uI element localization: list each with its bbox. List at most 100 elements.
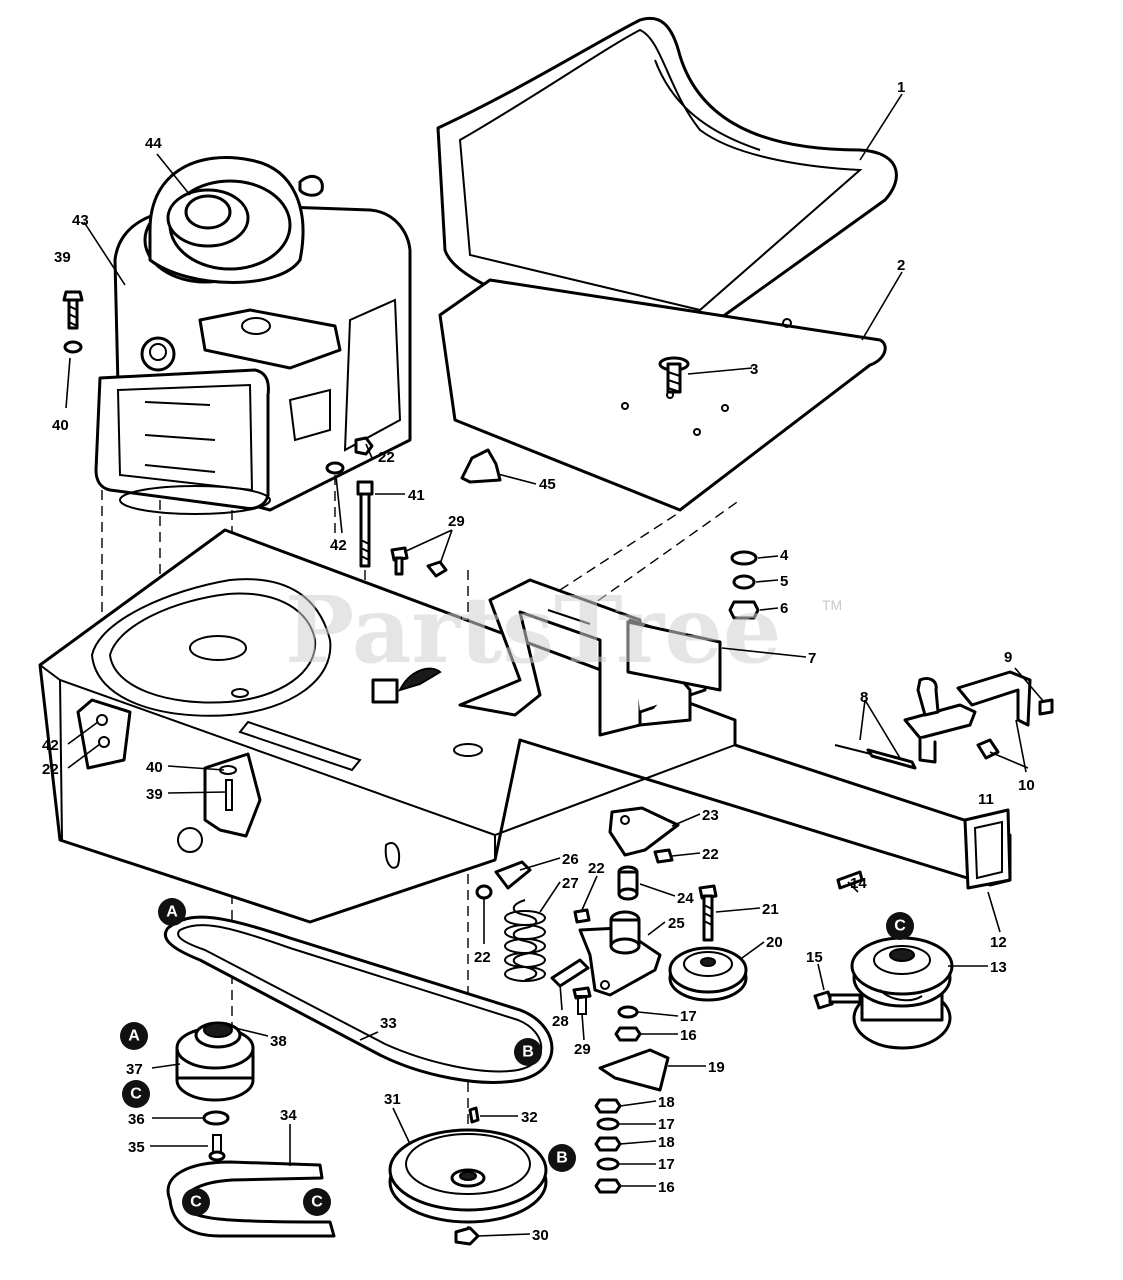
- callout-42: 42: [330, 537, 347, 554]
- callout-37: 37: [126, 1061, 143, 1078]
- marker-b-pulley: B: [548, 1144, 576, 1172]
- callout-22: 22: [378, 449, 395, 466]
- callout-39b: 39: [146, 786, 163, 803]
- brake-handle-part: [834, 676, 977, 770]
- decal-part: [626, 620, 722, 692]
- bracket-part: [460, 448, 502, 484]
- callout-15: 15: [806, 949, 823, 966]
- callout-26: 26: [562, 851, 579, 868]
- engine-pulley-part: [175, 1021, 255, 1102]
- callout-11: 11: [978, 791, 994, 808]
- callout-31: 31: [384, 1091, 401, 1108]
- nut-part: [454, 1226, 480, 1246]
- svg-text:C: C: [130, 1086, 142, 1103]
- drive-belt-part: [163, 915, 554, 1084]
- engine-bracket-part: [203, 752, 262, 838]
- callout-17c: 17: [658, 1156, 675, 1173]
- leader-lines: [65, 93, 1045, 1237]
- callout-21: 21: [762, 901, 779, 918]
- circle-markers: A A C B B C C C: [120, 898, 914, 1216]
- marker-c-clutch: C: [886, 912, 914, 940]
- callout-16b: 16: [658, 1179, 675, 1196]
- callout-32: 32: [521, 1109, 538, 1126]
- key-part: [468, 1106, 480, 1124]
- svg-text:B: B: [522, 1044, 534, 1061]
- callout-22b: 22: [42, 761, 59, 778]
- callout-39: 39: [54, 249, 71, 266]
- callout-30: 30: [532, 1227, 549, 1244]
- callout-9: 9: [1004, 649, 1012, 666]
- callout-43: 43: [72, 212, 89, 229]
- spring-part: [504, 899, 546, 982]
- brake-bracket-part: [598, 1048, 670, 1092]
- callout-1: 1: [897, 79, 905, 96]
- pin-part: [976, 738, 1000, 760]
- callout-40b: 40: [146, 759, 163, 776]
- clutch-pulley-part: [813, 870, 954, 1050]
- svg-text:C: C: [190, 1194, 202, 1211]
- engine-part: [94, 156, 412, 515]
- callout-8: 8: [860, 689, 868, 706]
- callout-5: 5: [780, 573, 788, 590]
- callout-16: 16: [680, 1027, 697, 1044]
- callout-14: 14: [850, 875, 867, 892]
- callout-20: 20: [766, 934, 783, 951]
- callout-34: 34: [280, 1107, 297, 1124]
- svg-text:B: B: [556, 1150, 568, 1167]
- callout-38: 38: [270, 1033, 287, 1050]
- callout-7: 7: [808, 650, 816, 667]
- callout-19: 19: [708, 1059, 725, 1076]
- callout-22c: 22: [702, 846, 719, 863]
- engine-bolt-part: [62, 290, 84, 354]
- callout-10: 10: [1018, 777, 1035, 794]
- callout-2: 2: [897, 257, 905, 274]
- callout-29b: 29: [574, 1041, 591, 1058]
- callout-25: 25: [668, 915, 685, 932]
- idler-pulley-part: [668, 946, 748, 1002]
- idler-bracket-part: [578, 910, 662, 997]
- callout-3: 3: [750, 361, 758, 378]
- callout-36: 36: [128, 1111, 145, 1128]
- washer-part: [202, 1110, 230, 1126]
- frame-bolt-part: [390, 546, 448, 578]
- callout-18: 18: [658, 1094, 675, 1111]
- callout-6: 6: [780, 600, 788, 617]
- hardware-stack-part: [728, 550, 760, 620]
- callout-41: 41: [408, 487, 425, 504]
- marker-b-belt: B: [514, 1038, 542, 1066]
- callout-45: 45: [539, 476, 556, 493]
- callout-27: 27: [562, 875, 579, 892]
- switch-bracket-part: [956, 670, 1054, 727]
- marker-c-pulley: C: [122, 1080, 150, 1108]
- guide-line: [559, 511, 681, 591]
- callout-44: 44: [145, 135, 162, 152]
- callout-17b: 17: [658, 1116, 675, 1133]
- side-plate-part: [76, 698, 132, 770]
- callout-35: 35: [128, 1139, 145, 1156]
- driven-pulley-part: [388, 1128, 548, 1224]
- callout-33: 33: [380, 1015, 397, 1032]
- callout-12: 12: [990, 934, 1007, 951]
- carriage-bolt-part: [658, 356, 690, 394]
- callout-labels: 1 2 3 44 43 39 40 22 41 42 45 29 4 5 6 7…: [42, 79, 1035, 1244]
- marker-c-guide-right: C: [303, 1188, 331, 1216]
- idler-bolt-part: [698, 884, 718, 942]
- callout-18b: 18: [658, 1134, 675, 1151]
- mount-bolt-part: [325, 436, 374, 568]
- hardware-part: [614, 1005, 642, 1042]
- pivot-pin-part: [475, 860, 591, 924]
- watermark-trademark: TM: [822, 597, 842, 613]
- callout-42b: 42: [42, 737, 59, 754]
- marker-c-guide-left: C: [182, 1188, 210, 1216]
- callout-28: 28: [552, 1013, 569, 1030]
- callout-40: 40: [52, 417, 69, 434]
- svg-text:C: C: [311, 1194, 323, 1211]
- hardware-stack-lower-part: [594, 1098, 622, 1194]
- callout-22d: 22: [588, 860, 605, 877]
- idler-arm-part: [608, 806, 680, 864]
- callout-24: 24: [677, 890, 694, 907]
- watermark: PartsTree: [285, 576, 781, 684]
- marker-a-pulley: A: [120, 1022, 148, 1050]
- spacer-part: [617, 865, 639, 901]
